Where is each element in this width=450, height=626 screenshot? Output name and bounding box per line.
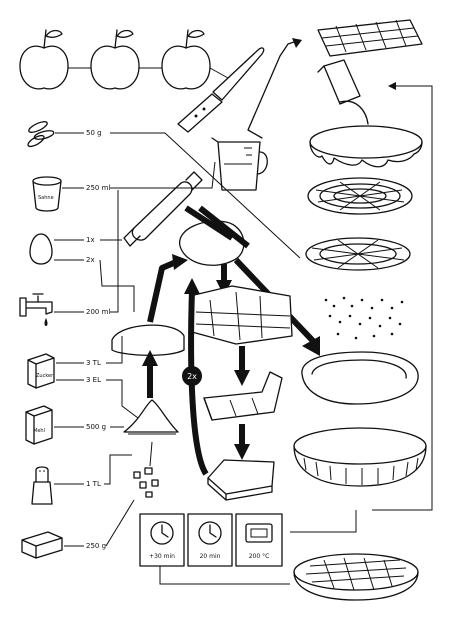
pie-tin-icon	[293, 427, 427, 487]
folded-dough-icon	[203, 371, 283, 421]
dough-stack-icon	[207, 459, 275, 501]
dough-ball-icon	[111, 324, 185, 356]
ingredient-amount: 500 g	[86, 423, 106, 431]
ingredient-label: Sahne	[38, 195, 54, 201]
arrow	[247, 38, 302, 139]
pie-lattice-icon	[317, 19, 423, 57]
butter-pieces-icon	[133, 467, 159, 498]
salt-shaker-icon	[31, 466, 53, 505]
knife-icon	[177, 47, 265, 133]
apple-icon	[161, 29, 211, 90]
baked-pie-icon	[293, 553, 419, 601]
cream-cup-icon: Sahne	[32, 176, 62, 212]
pouring-jug-icon	[317, 59, 369, 125]
repeat-loop-arrow	[184, 278, 209, 476]
ingredient-amount: 200 ml	[86, 308, 110, 316]
sugar-pack-icon: Zucker	[27, 353, 55, 389]
rolling-pin-icon	[123, 171, 203, 247]
dough-sheet-icon	[189, 285, 293, 345]
butter-icon	[21, 531, 63, 559]
ingredient-label: Mehl	[33, 428, 45, 434]
ingredient-amount: 2x	[86, 256, 95, 264]
ingredient-amount: 1 TL	[86, 480, 101, 488]
pie-shell-icon	[301, 351, 419, 405]
sliced-almonds-icon	[27, 121, 55, 148]
flour-pile-icon	[123, 399, 179, 435]
timer-label: 20 min	[200, 553, 221, 560]
ingredient-amount: 3 EL	[86, 376, 101, 384]
ingredient-amount: 50 g	[86, 129, 102, 137]
water-tap-icon	[19, 293, 53, 326]
oven-label: 200 °C	[249, 553, 270, 560]
ingredient-amount: 250 g	[86, 542, 106, 550]
arrow	[234, 424, 250, 460]
apple-icon	[19, 29, 69, 90]
ingredient-label: Zucker	[36, 373, 54, 379]
ingredient-amount: 1x	[86, 236, 95, 244]
apple-slices-pie-icon	[305, 237, 411, 271]
timer-label: +30 min	[149, 553, 175, 560]
ingredient-amount: 3 TL	[86, 359, 101, 367]
timer-box: 20 min	[187, 513, 233, 567]
apple-icon	[90, 29, 140, 90]
repeat-badge-label: 2x	[187, 372, 197, 381]
almond-crumbs-icon	[324, 296, 404, 340]
flour-pack-icon: Mehl	[25, 405, 53, 445]
ingredient-amount: 250 ml	[86, 184, 110, 192]
oven-box: 200 °C	[235, 513, 283, 567]
measuring-jug-icon	[211, 137, 268, 191]
repeat-badge	[182, 366, 202, 386]
arrow	[142, 254, 188, 398]
glazed-pie-icon	[309, 125, 423, 168]
apple-slices-pie-icon	[307, 177, 413, 215]
timer-box: +30 min	[139, 513, 185, 567]
arrow	[234, 346, 250, 386]
egg-icon	[29, 233, 53, 265]
